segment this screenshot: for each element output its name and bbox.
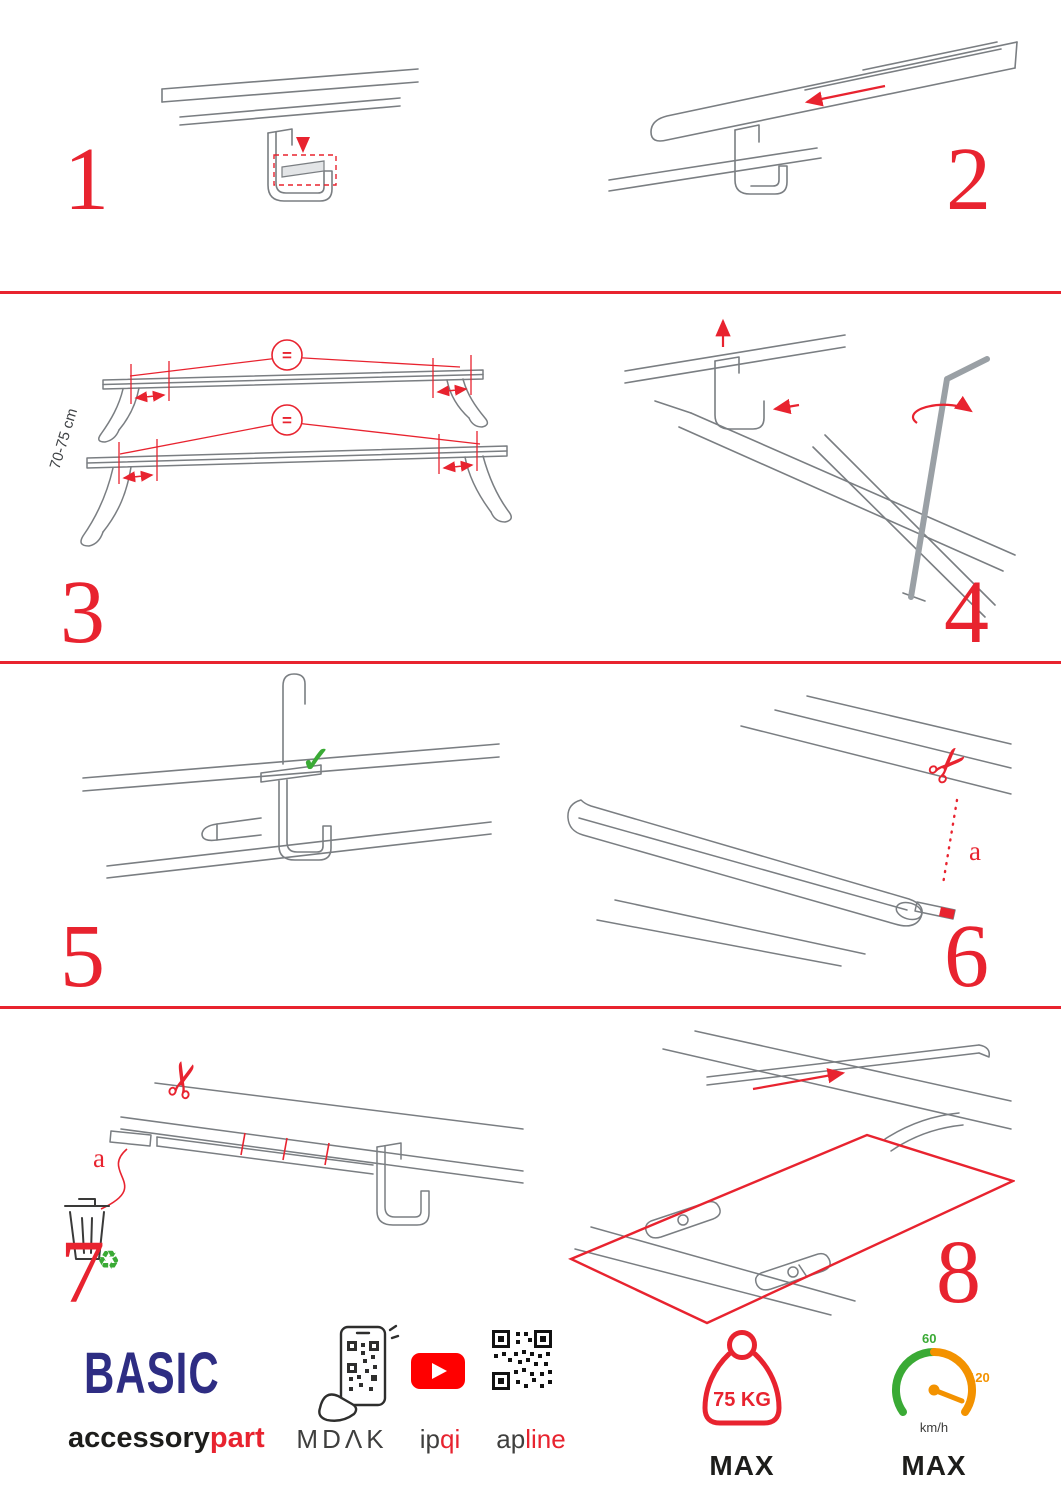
brand-accessory-text: accessory bbox=[68, 1422, 210, 1454]
check-icon: ✓ bbox=[301, 739, 331, 780]
label-apline: apline bbox=[484, 1424, 578, 1455]
step-1-number: 1 bbox=[64, 130, 109, 229]
rubber-pad bbox=[281, 160, 325, 178]
step-3-illustration: = = 70-75 cm bbox=[47, 339, 512, 547]
youtube-icon bbox=[411, 1353, 465, 1389]
step-6-illustration: ✂ a bbox=[567, 695, 1012, 967]
brand-part-text: part bbox=[209, 1422, 265, 1454]
slide-arrow bbox=[752, 1068, 846, 1091]
apline-red-text: line bbox=[525, 1424, 566, 1454]
push-arrow bbox=[772, 398, 800, 415]
ipqi-red-text: qi bbox=[440, 1424, 461, 1454]
trash-bin-icon bbox=[64, 1198, 110, 1260]
recycle-icon: ♻ bbox=[97, 1245, 120, 1275]
cut-line bbox=[941, 798, 959, 886]
discard-path-line bbox=[100, 1148, 128, 1210]
play-icon bbox=[432, 1363, 447, 1379]
dimension-label: 70-75 cm bbox=[47, 406, 82, 471]
brand-accessorypart: accessorypart bbox=[68, 1422, 265, 1455]
weight-value-label: 75 KG bbox=[713, 1389, 771, 1411]
strip-cut-mark bbox=[939, 907, 955, 919]
speedometer-icon: 60 120 km/h bbox=[891, 1331, 990, 1435]
step-2-number: 2 bbox=[946, 130, 991, 229]
label-ipqi: ipqi bbox=[408, 1424, 472, 1455]
speed-low-label: 60 bbox=[922, 1331, 936, 1346]
step-7-illustration: ✂ a ♻ bbox=[64, 1054, 524, 1275]
hand-shape bbox=[318, 1393, 358, 1422]
apline-dark-text: ap bbox=[496, 1424, 526, 1454]
ipqi-dark-text: ip bbox=[419, 1424, 440, 1454]
label-mdak: MDΛK bbox=[296, 1424, 388, 1454]
speed-max-label: MAX bbox=[901, 1450, 967, 1481]
scissors-icon: ✂ bbox=[154, 1054, 216, 1107]
equal-spacing-badge: = bbox=[271, 404, 303, 436]
rotate-arrow bbox=[911, 395, 973, 424]
step-6-number: 6 bbox=[944, 907, 989, 1006]
section-divider bbox=[0, 661, 1061, 664]
speed-high-label: 120 bbox=[968, 1370, 990, 1385]
equals-sign: = bbox=[282, 411, 292, 430]
step-4-number: 4 bbox=[944, 563, 989, 662]
step-1-illustration bbox=[161, 68, 419, 202]
weight-limit-icon: 75 KG bbox=[702, 1330, 782, 1426]
speed-unit-label: km/h bbox=[920, 1420, 948, 1435]
section-divider bbox=[0, 291, 1061, 294]
slide-arrow bbox=[804, 84, 886, 107]
brand-basic: BASIC bbox=[84, 1340, 220, 1406]
step-5-number: 5 bbox=[60, 907, 105, 1006]
equals-sign: = bbox=[282, 346, 292, 365]
section-divider bbox=[0, 1006, 1061, 1009]
scissors-icon: ✂ bbox=[916, 733, 982, 799]
qr-code-icon bbox=[492, 1330, 552, 1390]
part-label-a: a bbox=[969, 836, 981, 866]
step-4-illustration bbox=[624, 318, 1016, 618]
equal-spacing-badge: = bbox=[271, 339, 303, 371]
step-8-number: 8 bbox=[936, 1223, 981, 1322]
phone-qr-icon bbox=[318, 1324, 400, 1422]
step-3-number: 3 bbox=[60, 563, 105, 662]
hex-key bbox=[908, 356, 990, 600]
step-8-illustration bbox=[568, 1030, 1015, 1325]
step-7-number: 7 bbox=[60, 1223, 105, 1322]
placement-highlight bbox=[273, 154, 337, 186]
focus-frame bbox=[568, 1133, 1015, 1325]
step-5-illustration: ✓ bbox=[82, 673, 500, 879]
weight-max-label: MAX bbox=[709, 1450, 775, 1481]
step-2-illustration bbox=[608, 41, 1018, 195]
part-label-a: a bbox=[93, 1143, 105, 1173]
